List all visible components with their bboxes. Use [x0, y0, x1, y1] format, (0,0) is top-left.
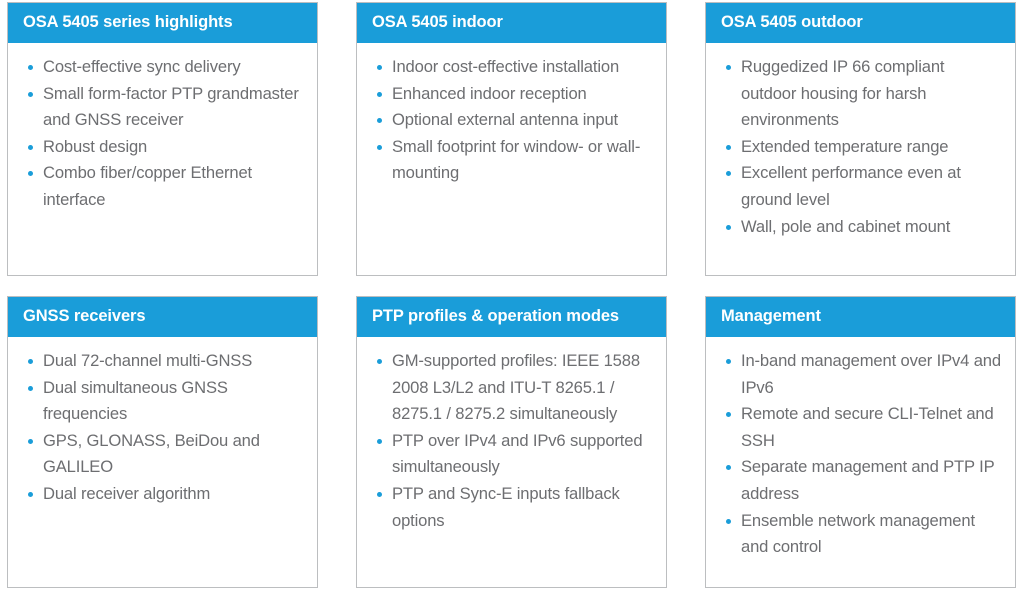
list-item-label: Remote and secure CLI-Telnet and SSH	[741, 404, 994, 450]
card-body: Dual 72-channel multi-GNSS Dual simultan…	[8, 337, 317, 587]
list-item: Ruggedized IP 66 compliant outdoor housi…	[717, 54, 1003, 134]
bullet-dot-icon	[726, 518, 731, 524]
card-header-title: OSA 5405 series highlights	[8, 3, 317, 43]
card-header-title: OSA 5405 outdoor	[706, 3, 1015, 43]
card-osa-5405-series-highlights: OSA 5405 series highlights Cost-effectiv…	[7, 2, 318, 276]
list-item: Ensemble network management and control	[717, 508, 1003, 561]
card-body: Cost-effective sync delivery Small form-…	[8, 43, 317, 275]
bullet-dot-icon	[28, 65, 33, 70]
list-item: In-band management over IPv4 and IPv6	[717, 348, 1003, 401]
bullet-dot-icon	[377, 118, 382, 124]
list-item-label: Small footprint for window- or wall-moun…	[392, 136, 641, 183]
card-body: GM-supported profiles: IEEE 1588 2008 L3…	[357, 337, 666, 587]
bullet-dot-icon	[28, 91, 33, 97]
list-item-label: Cost-effective sync delivery	[43, 57, 241, 76]
bullet-dot-icon	[28, 144, 33, 150]
list-item: Indoor cost-effective installation	[368, 54, 654, 81]
bullet-dot-icon	[28, 359, 33, 364]
list-item: Extended temperature range	[717, 134, 1003, 161]
list-item-label: Separate management and PTP IP address	[741, 457, 995, 503]
list-item: Dual simultaneous GNSS frequencies	[19, 375, 305, 428]
list-item-label: Small form-factor PTP grandmaster and GN…	[43, 83, 299, 130]
card-gnss-receivers: GNSS receivers Dual 72-channel multi-GNS…	[7, 296, 318, 588]
list-item-label: Extended temperature range	[741, 136, 949, 156]
bullet-dot-icon	[377, 144, 382, 150]
card-body: Indoor cost-effective installation Enhan…	[357, 43, 666, 275]
list-item-label: Ensemble network management and control	[741, 510, 975, 557]
bullet-list: In-band management over IPv4 and IPv6 Re…	[717, 348, 1003, 561]
list-item: Remote and secure CLI-Telnet and SSH	[717, 401, 1003, 454]
bullet-dot-icon	[377, 91, 382, 97]
bullet-list: Dual 72-channel multi-GNSS Dual simultan…	[19, 348, 305, 508]
card-osa-5405-indoor: OSA 5405 indoor Indoor cost-effective in…	[356, 2, 667, 276]
list-item: PTP and Sync-E inputs fallback options	[368, 481, 654, 534]
list-item-label: Combo fiber/copper Ethernet interface	[43, 163, 253, 209]
list-item: Wall, pole and cabinet mount	[717, 214, 1003, 241]
card-header-title: OSA 5405 indoor	[357, 3, 666, 43]
list-item: Combo fiber/copper Ethernet interface	[19, 160, 305, 213]
list-item-label: Dual simultaneous GNSS frequencies	[43, 377, 228, 424]
list-item-label: Indoor cost-effective installation	[392, 57, 620, 76]
list-item: Separate management and PTP IP address	[717, 454, 1003, 507]
list-item: Dual receiver algorithm	[19, 481, 305, 508]
card-body: In-band management over IPv4 and IPv6 Re…	[706, 337, 1015, 587]
list-item: Enhanced indoor reception	[368, 81, 654, 108]
bullet-dot-icon	[377, 438, 382, 444]
list-item-label: PTP and Sync-E inputs fallback options	[392, 483, 620, 530]
list-item: GPS, GLONASS, BeiDou and GALILEO	[19, 428, 305, 481]
bullet-dot-icon	[726, 465, 731, 471]
bullet-list: Indoor cost-effective installation Enhan…	[368, 54, 654, 187]
bullet-dot-icon	[726, 412, 731, 418]
list-item: GM-supported profiles: IEEE 1588 2008 L3…	[368, 348, 654, 428]
bullet-dot-icon	[28, 385, 33, 391]
list-item-label: Excellent performance even at ground lev…	[741, 163, 961, 209]
list-item: Excellent performance even at ground lev…	[717, 160, 1003, 213]
card-header-title: PTP profiles & operation modes	[357, 297, 666, 337]
list-item-label: Robust design	[43, 136, 148, 156]
list-item-label: Dual 72-channel multi-GNSS	[43, 351, 253, 370]
bullet-dot-icon	[726, 144, 731, 150]
list-item: Cost-effective sync delivery	[19, 54, 305, 81]
bullet-dot-icon	[726, 171, 731, 177]
list-item-label: PTP over IPv4 and IPv6 supported simulta…	[392, 430, 643, 477]
bullet-list: Ruggedized IP 66 compliant outdoor housi…	[717, 54, 1003, 240]
list-item-label: Dual receiver algorithm	[43, 483, 211, 503]
bullet-dot-icon	[28, 491, 33, 497]
bullet-dot-icon	[726, 65, 731, 70]
bullet-dot-icon	[377, 65, 382, 70]
card-management: Management In-band management over IPv4 …	[705, 296, 1016, 588]
bullet-dot-icon	[377, 359, 382, 364]
bullet-dot-icon	[28, 438, 33, 444]
list-item: Dual 72-channel multi-GNSS	[19, 348, 305, 375]
list-item: Small form-factor PTP grandmaster and GN…	[19, 81, 305, 134]
card-grid: OSA 5405 series highlights Cost-effectiv…	[7, 2, 1018, 589]
list-item: Small footprint for window- or wall-moun…	[368, 134, 654, 187]
list-item: Robust design	[19, 134, 305, 161]
list-item: Optional external antenna input	[368, 107, 654, 134]
bullet-dot-icon	[726, 359, 731, 364]
list-item-label: GPS, GLONASS, BeiDou and GALILEO	[43, 430, 260, 477]
list-item-label: In-band management over IPv4 and IPv6	[741, 351, 1001, 397]
list-item-label: GM-supported profiles: IEEE 1588 2008 L3…	[392, 351, 640, 424]
bullet-list: GM-supported profiles: IEEE 1588 2008 L3…	[368, 348, 654, 534]
list-item-label: Optional external antenna input	[392, 110, 618, 130]
card-header-title: Management	[706, 297, 1015, 337]
card-osa-5405-outdoor: OSA 5405 outdoor Ruggedized IP 66 compli…	[705, 2, 1016, 276]
bullet-dot-icon	[377, 491, 382, 497]
list-item-label: Wall, pole and cabinet mount	[741, 216, 951, 236]
card-ptp-profiles-operation-modes: PTP profiles & operation modes GM-suppor…	[356, 296, 667, 588]
list-item-label: Ruggedized IP 66 compliant outdoor housi…	[741, 57, 945, 130]
list-item: PTP over IPv4 and IPv6 supported simulta…	[368, 428, 654, 481]
list-item-label: Enhanced indoor reception	[392, 83, 587, 103]
card-header-title: GNSS receivers	[8, 297, 317, 337]
bullet-list: Cost-effective sync delivery Small form-…	[19, 54, 305, 214]
bullet-dot-icon	[28, 171, 33, 177]
card-body: Ruggedized IP 66 compliant outdoor housi…	[706, 43, 1015, 275]
bullet-dot-icon	[726, 224, 731, 230]
